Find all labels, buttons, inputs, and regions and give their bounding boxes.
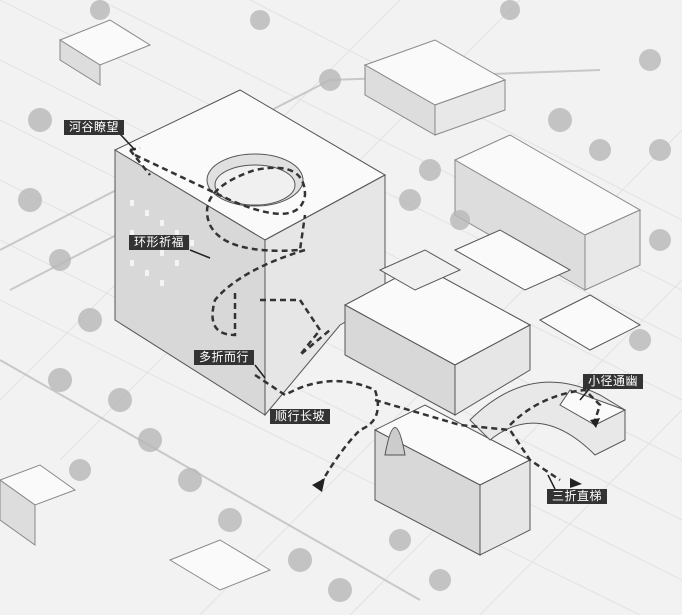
label-ring-prayer: 环形祈福 (129, 235, 190, 250)
low-building (373, 404, 532, 556)
arrow-icon (570, 478, 582, 488)
curved-annex (469, 381, 627, 456)
path-arrows (312, 418, 600, 492)
background-buildings (0, 19, 642, 591)
arrow-icon (312, 478, 325, 492)
label-triple-stair: 三折直梯 (547, 489, 608, 504)
label-multi-fold: 多折而行 (194, 350, 255, 365)
trees (18, 0, 671, 602)
main-tower (113, 89, 387, 417)
mid-building (343, 229, 642, 416)
label-long-ramp: 顺行长坡 (270, 409, 331, 424)
label-valley-view: 河谷瞭望 (64, 120, 125, 135)
arrow-icon (590, 418, 600, 428)
circulation-path (129, 146, 602, 486)
label-hidden-path: 小径通幽 (583, 374, 644, 389)
label-leaders (119, 133, 591, 490)
